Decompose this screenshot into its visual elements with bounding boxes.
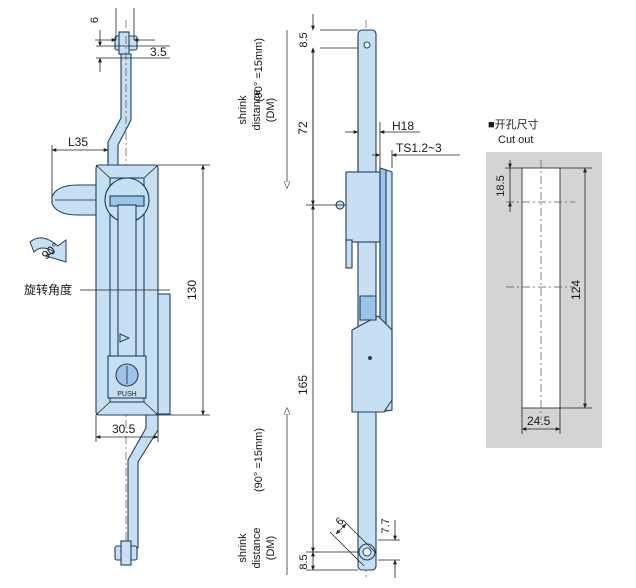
direction-marker [119, 333, 131, 343]
side-strip [157, 293, 171, 415]
dim-hook-offset: 3.5 [150, 45, 167, 59]
shrink-value-1: (90° =15mm) [253, 38, 265, 102]
dim-upper-length: 72 [296, 121, 310, 135]
rotation-label: 旋转角度 [24, 282, 72, 297]
push-label: PUSH [117, 391, 136, 398]
side-handle-block [345, 171, 381, 243]
dim-panel-thickness: TS1.2~3 [396, 141, 442, 155]
shrink-label-2-line2: distance [251, 528, 263, 569]
cutout-dim-width: 24.5 [527, 414, 551, 428]
upper-rod [107, 53, 132, 166]
cutout-title-en: Cut out [498, 134, 533, 146]
dim-lower-length: 165 [296, 375, 310, 395]
dim-hole-dia: 6 [89, 17, 101, 23]
cutout-dim-height: 124 [569, 280, 583, 300]
shrink-value-2: (90° =15mm) [253, 428, 265, 492]
dim-bottom-margin: 8.5 [298, 554, 310, 569]
bottom-bolt [120, 540, 132, 566]
shrink-label-1-line3: (DM) [265, 98, 277, 122]
dim-handle-extension: L35 [68, 135, 88, 149]
shrink-label-2-line1: shrink [237, 533, 249, 563]
front-view: PUSH 6 3.5 L35 130 30.5 [24, 8, 210, 566]
cutout-view: ■开孔尺寸 Cut out 18.5 124 24.5 [486, 117, 602, 448]
dim-slot-offset: 7.7 [380, 518, 392, 533]
shrink-label-1-line2: distance [251, 90, 263, 131]
dim-width: 30.5 [112, 422, 136, 436]
shrink-label-1-line1: shrink [237, 95, 249, 125]
dim-handle-height: H18 [392, 119, 414, 133]
lever [351, 315, 393, 413]
cutout-dim-top: 18.5 [495, 175, 507, 196]
cutout-title-zh: ■开孔尺寸 [488, 117, 539, 131]
top-bolt [118, 31, 130, 55]
dim-height: 130 [185, 280, 199, 300]
shrink-label-2-line3: (DM) [265, 536, 277, 560]
rotation-arrow-icon [29, 237, 67, 263]
dim-top-margin: 8.5 [298, 32, 310, 47]
side-view: 8.5 72 165 8.5 H18 TS1.2~3 6 7. [237, 14, 460, 580]
